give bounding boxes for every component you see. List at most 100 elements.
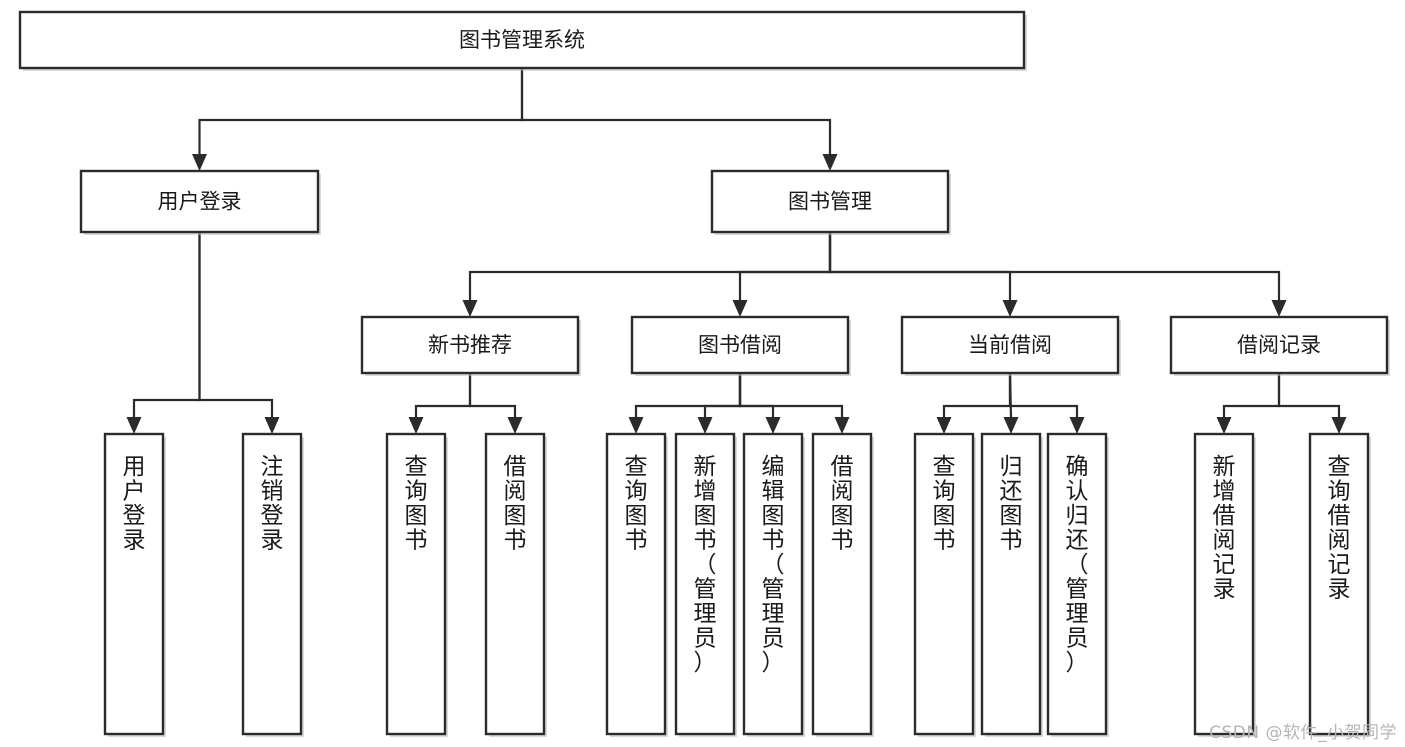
node-label: 用户登录 xyxy=(158,190,242,214)
connector-line xyxy=(1277,373,1341,417)
node-box[interactable] xyxy=(484,432,546,736)
arrow-head-icon xyxy=(732,300,748,317)
node-box[interactable] xyxy=(1169,315,1389,375)
connector-line xyxy=(1008,373,1079,417)
connector-book-borrow-to-leaf-edit-book xyxy=(738,373,781,434)
arrow-head-icon xyxy=(628,417,644,434)
node-leaf-query-book-borrow[interactable]: 查询图书 xyxy=(605,432,668,737)
node-label: 查询借阅记录 xyxy=(1328,454,1351,603)
node-book-management[interactable]: 图书管理 xyxy=(710,169,951,235)
connector-current-borrow-to-leaf-confirm-return xyxy=(1008,373,1085,434)
node-label: 查询图书 xyxy=(625,454,648,554)
arrow-head-icon xyxy=(462,300,478,317)
arrow-head-icon xyxy=(834,417,850,434)
node-box[interactable] xyxy=(1308,432,1370,736)
arrow-head-icon xyxy=(126,417,142,434)
arrow-head-icon xyxy=(192,154,207,171)
node-leaf-query-book-recommend[interactable]: 查询图书 xyxy=(385,432,448,737)
node-leaf-borrow-book[interactable]: 借阅图书 xyxy=(811,432,874,737)
node-label: 新增图书（管理员） xyxy=(694,454,717,676)
node-root[interactable]: 图书管理系统 xyxy=(18,10,1027,71)
connector-layer xyxy=(126,68,1347,434)
node-leaf-edit-book[interactable]: 编辑图书（管理员） xyxy=(742,432,805,737)
node-leaf-borrow-book-recommend[interactable]: 借阅图书 xyxy=(484,432,547,737)
node-user-login[interactable]: 用户登录 xyxy=(79,169,321,235)
connector-line xyxy=(468,373,517,417)
node-label: 新书推荐 xyxy=(428,333,512,357)
connector-line xyxy=(703,373,742,417)
node-label: 新增借阅记录 xyxy=(1213,454,1236,603)
node-leaf-query-book-current[interactable]: 查询图书 xyxy=(913,432,976,737)
node-box[interactable] xyxy=(710,169,950,234)
node-box[interactable] xyxy=(385,432,447,736)
connector-book-borrow-to-leaf-add-book xyxy=(697,373,742,434)
connector-line xyxy=(198,68,524,154)
node-label: 注销登录 xyxy=(261,454,284,554)
node-leaf-confirm-return[interactable]: 确认归还（管理员） xyxy=(1046,432,1109,737)
node-leaf-add-book[interactable]: 新增图书（管理员） xyxy=(674,432,737,737)
arrow-head-icon xyxy=(1003,417,1019,434)
arrow-head-icon xyxy=(1271,300,1287,317)
node-box[interactable] xyxy=(241,432,303,736)
node-book-borrow[interactable]: 图书借阅 xyxy=(630,315,851,376)
connector-borrow-records-to-leaf-add-borrow-record xyxy=(1216,373,1281,434)
node-box[interactable] xyxy=(674,432,736,736)
node-box[interactable] xyxy=(1193,432,1255,736)
node-box[interactable] xyxy=(79,169,320,234)
node-box[interactable] xyxy=(360,315,580,375)
connector-line xyxy=(198,232,274,417)
connector-root-to-book-management xyxy=(520,68,838,171)
node-box[interactable] xyxy=(103,432,165,736)
node-box[interactable] xyxy=(980,432,1042,736)
arrow-head-icon xyxy=(822,154,838,171)
node-box[interactable] xyxy=(630,315,850,375)
node-box[interactable] xyxy=(811,432,873,736)
node-leaf-user-login[interactable]: 用户登录 xyxy=(103,432,166,737)
node-new-book-recommend[interactable]: 新书推荐 xyxy=(360,315,581,376)
arrow-head-icon xyxy=(507,417,523,434)
node-layer: 图书管理系统用户登录图书管理新书推荐图书借阅当前借阅借阅记录用户登录注销登录查询… xyxy=(18,10,1390,737)
node-label: 借阅图书 xyxy=(504,454,527,554)
connector-line xyxy=(634,373,742,417)
connector-book-management-to-new-book-recommend xyxy=(462,232,832,317)
arrow-head-icon xyxy=(1331,417,1347,434)
arrow-head-icon xyxy=(697,417,713,434)
connector-line xyxy=(738,373,844,417)
arrow-head-icon xyxy=(936,417,952,434)
node-label: 查询图书 xyxy=(933,454,956,554)
node-box[interactable] xyxy=(742,432,804,736)
connector-book-management-to-current-borrow xyxy=(828,232,1018,317)
node-box[interactable] xyxy=(605,432,667,736)
connector-current-borrow-to-leaf-query-book-current xyxy=(936,373,1012,434)
connector-line xyxy=(414,373,472,417)
connector-book-borrow-to-leaf-borrow-book xyxy=(738,373,850,434)
node-leaf-logout[interactable]: 注销登录 xyxy=(241,432,304,737)
connector-line xyxy=(738,373,775,417)
connector-line xyxy=(828,232,1012,300)
node-label: 查询图书 xyxy=(405,454,428,554)
node-box[interactable] xyxy=(913,432,975,736)
connector-line xyxy=(132,232,201,417)
connector-line xyxy=(942,373,1012,417)
node-leaf-return-book[interactable]: 归还图书 xyxy=(980,432,1043,737)
connector-line xyxy=(468,232,832,300)
node-current-borrow[interactable]: 当前借阅 xyxy=(900,315,1121,376)
arrow-head-icon xyxy=(1069,417,1085,434)
node-box[interactable] xyxy=(1046,432,1108,736)
node-label: 图书管理系统 xyxy=(459,28,585,52)
connector-borrow-records-to-leaf-query-borrow-record xyxy=(1277,373,1347,434)
node-label: 图书管理 xyxy=(788,190,872,214)
connector-line xyxy=(738,232,832,300)
connector-line xyxy=(828,232,1281,300)
node-label: 用户登录 xyxy=(123,454,146,554)
connector-line xyxy=(1222,373,1281,417)
connector-user-login-to-leaf-user-login xyxy=(126,232,201,434)
node-leaf-add-borrow-record[interactable]: 新增借阅记录 xyxy=(1193,432,1256,737)
node-box[interactable] xyxy=(900,315,1120,375)
node-box[interactable] xyxy=(18,10,1026,70)
arrow-head-icon xyxy=(1002,300,1018,317)
node-leaf-query-borrow-record[interactable]: 查询借阅记录 xyxy=(1308,432,1371,737)
node-borrow-records[interactable]: 借阅记录 xyxy=(1169,315,1390,376)
